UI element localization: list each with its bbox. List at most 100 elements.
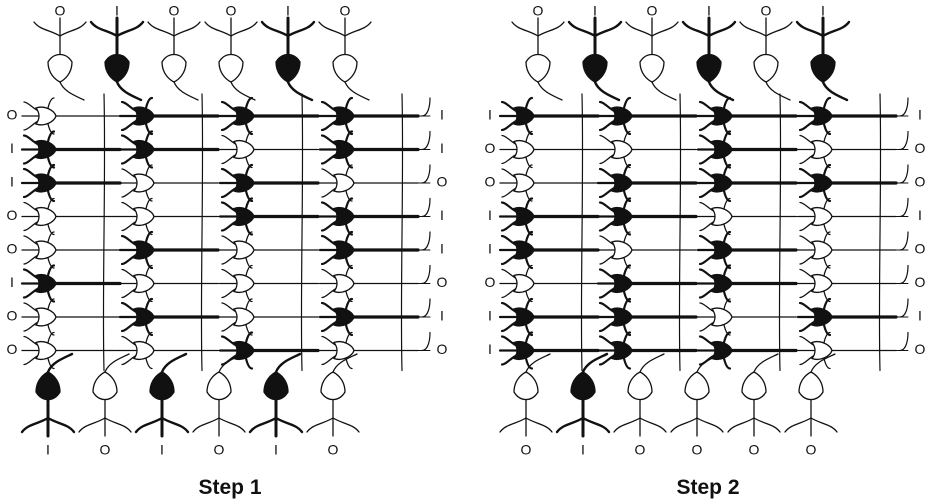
bottom-label: I xyxy=(274,442,278,458)
grid-neuron xyxy=(697,197,797,236)
grid-neuron xyxy=(596,163,698,203)
bottom-neuron xyxy=(20,352,76,438)
bottom-label: I xyxy=(160,442,164,458)
grid-neuron xyxy=(696,331,798,370)
terminal-curl xyxy=(899,97,909,117)
terminal-curl xyxy=(421,331,431,352)
bottom-label: O xyxy=(635,442,646,458)
top-label: I xyxy=(707,3,711,19)
grid-neuron xyxy=(20,163,122,203)
left-label: O xyxy=(485,140,496,156)
grid-neuron xyxy=(218,331,320,370)
grid-neuron xyxy=(118,130,220,169)
grid-neuron xyxy=(319,264,419,303)
terminal-curl xyxy=(421,130,431,151)
grid-neuron xyxy=(696,230,798,270)
terminal-curl xyxy=(899,298,909,318)
bottom-neuron xyxy=(499,353,553,437)
terminal-curl xyxy=(421,231,431,251)
step-caption: Step 2 xyxy=(676,476,739,499)
bottom-label: O xyxy=(521,442,532,458)
left-label: O xyxy=(7,241,18,257)
left-label: I xyxy=(488,207,492,223)
left-label: I xyxy=(488,107,492,123)
grid-neuron xyxy=(597,130,697,169)
top-label: O xyxy=(169,3,180,19)
vertical-rail xyxy=(678,93,682,372)
vertical-rail xyxy=(400,93,404,372)
grid-neuron xyxy=(596,264,698,303)
grid-neuron xyxy=(696,130,798,169)
grid-neuron xyxy=(498,297,600,337)
terminal-curl xyxy=(421,264,431,285)
grid-neuron xyxy=(796,297,898,337)
top-label: O xyxy=(55,3,66,19)
grid-neuron xyxy=(499,264,599,303)
grid-neuron xyxy=(498,197,600,236)
grid-neuron xyxy=(499,164,599,202)
vertical-rail xyxy=(300,93,304,372)
top-neuron xyxy=(204,17,258,101)
grid-neuron xyxy=(696,264,798,303)
left-label: I xyxy=(10,274,14,290)
left-label: O xyxy=(7,341,18,357)
top-neuron xyxy=(89,16,145,102)
bottom-neuron xyxy=(727,353,781,437)
grid-neuron xyxy=(21,331,121,370)
grid-neuron xyxy=(498,96,600,136)
grid-neuron xyxy=(696,163,798,203)
grid-neuron xyxy=(797,130,897,169)
top-neuron xyxy=(33,17,87,101)
top-neuron xyxy=(147,17,201,101)
left-label: O xyxy=(485,174,496,190)
grid-neuron xyxy=(21,298,121,336)
grid-neuron xyxy=(697,298,797,336)
top-neuron xyxy=(318,17,372,101)
right-label: O xyxy=(437,341,448,357)
right-label: O xyxy=(915,241,926,257)
bottom-label: I xyxy=(581,442,585,458)
left-label: O xyxy=(7,308,18,324)
grid-neuron xyxy=(498,331,600,370)
top-label: O xyxy=(761,3,772,19)
grid-neuron xyxy=(318,96,420,136)
grid-neuron xyxy=(319,164,419,202)
bottom-neuron xyxy=(248,352,304,438)
vertical-rail xyxy=(580,93,584,372)
terminal-curl xyxy=(899,231,909,251)
grid-neuron xyxy=(119,264,219,303)
grid-neuron xyxy=(20,130,122,169)
grid-neuron xyxy=(119,331,219,370)
bottom-neuron xyxy=(784,353,838,437)
grid-neuron xyxy=(118,230,220,270)
top-label: I xyxy=(115,3,119,19)
bottom-label: O xyxy=(749,442,760,458)
grid-neuron xyxy=(596,96,698,136)
grid-neuron xyxy=(499,130,599,169)
right-label: O xyxy=(437,174,448,190)
right-label: I xyxy=(440,107,444,123)
grid-neuron xyxy=(218,96,320,136)
vertical-rail xyxy=(878,93,882,372)
right-label: I xyxy=(918,207,922,223)
top-label: O xyxy=(533,3,544,19)
grid-neuron xyxy=(596,197,698,236)
right-label: I xyxy=(918,308,922,324)
top-neuron xyxy=(567,16,623,102)
grid-neuron xyxy=(797,331,897,370)
right-label: I xyxy=(440,241,444,257)
top-label: I xyxy=(286,3,290,19)
grid-neuron xyxy=(118,297,220,337)
bottom-neuron xyxy=(613,353,667,437)
vertical-rail xyxy=(200,93,204,372)
right-label: O xyxy=(915,274,926,290)
grid-neuron xyxy=(219,231,319,269)
grid-neuron xyxy=(219,264,319,303)
bottom-label: O xyxy=(692,442,703,458)
bottom-label: O xyxy=(100,442,111,458)
grid-neuron xyxy=(218,163,320,203)
grid-neuron xyxy=(796,96,898,136)
bottom-neuron xyxy=(670,353,724,437)
